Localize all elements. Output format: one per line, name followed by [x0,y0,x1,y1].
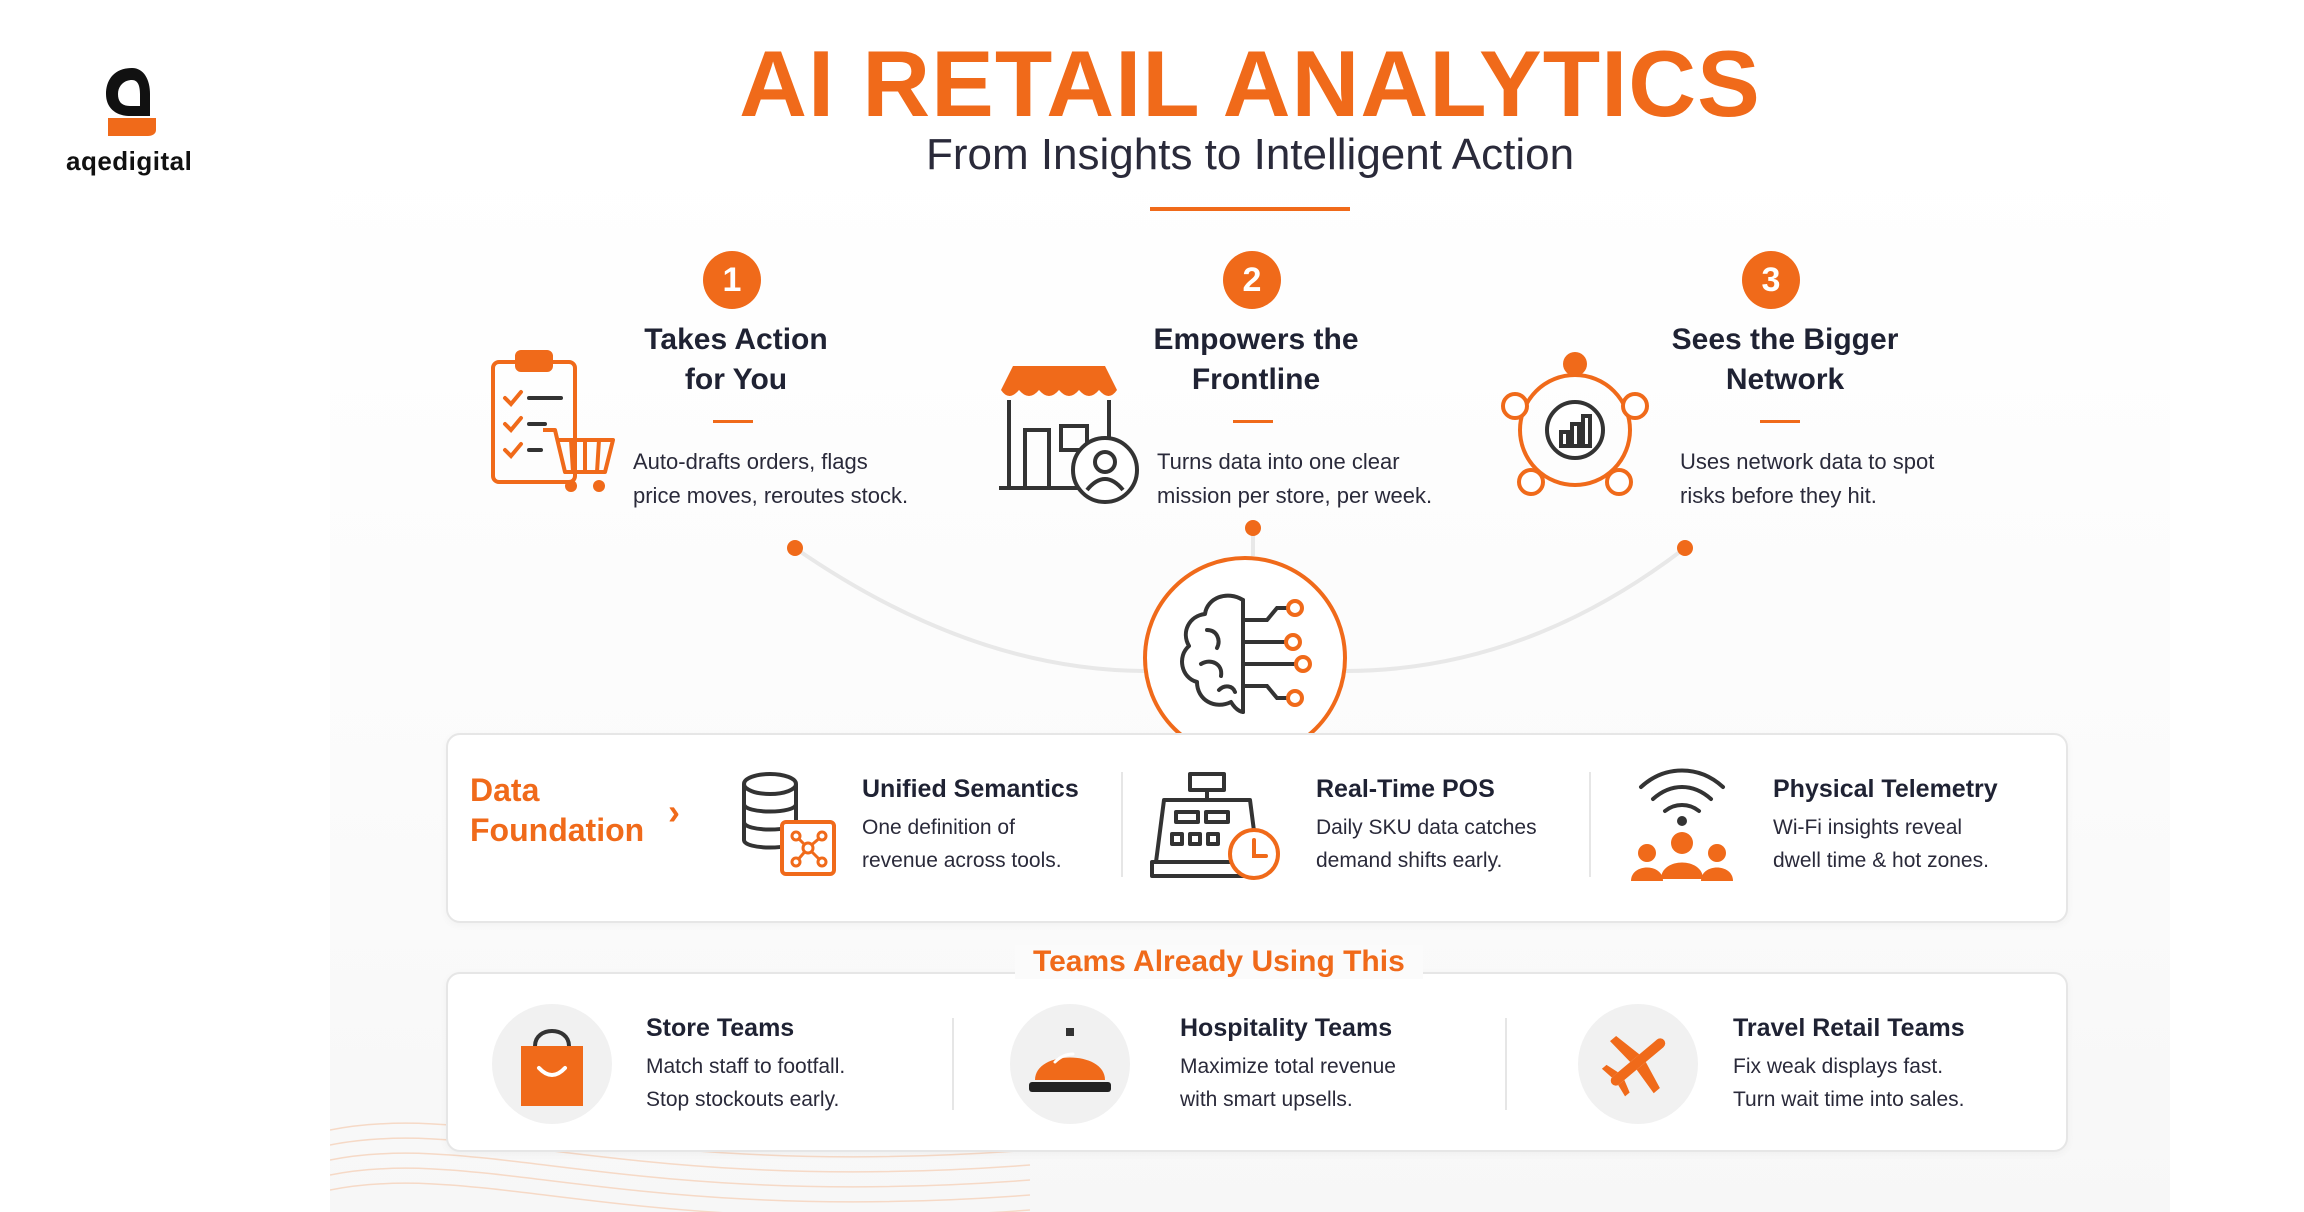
service-bell-icon [1029,1028,1111,1092]
step-rule-1 [713,420,753,423]
data-foundation-panel [446,733,2068,923]
df-item-title-2: Real-Time POS [1316,775,1495,803]
df-divider-2 [1589,772,1591,877]
page-title: AI RETAIL ANALYTICS [739,31,1761,136]
database-network-icon [742,772,836,876]
decorative-waves [330,1122,1030,1212]
clipboard-cart-icon [491,350,615,492]
step-number-1: 1 [703,251,761,309]
storefront-person-icon [999,366,1139,504]
teams-heading: Teams Already Using This [1015,945,1423,979]
brand-logo [100,62,164,147]
aqe-logo-icon [106,68,156,136]
page-subtitle: From Insights to Intelligent Action [925,130,1575,179]
team-title-1: Store Teams [646,1014,795,1042]
step-rule-3 [1760,420,1800,423]
shopping-bag-icon [521,1029,583,1106]
team-divider-1 [952,1018,954,1110]
brand-name: aqedigital [66,146,193,176]
title-underline [1150,207,1350,211]
network-chart-icon [1501,352,1649,496]
step-number-2: 2 [1223,251,1281,309]
ai-hub [1143,556,1347,760]
df-item-title-3: Physical Telemetry [1773,775,1998,803]
step-rule-2 [1233,420,1273,423]
team-desc-1: Match staff to footfall.Stop stockouts e… [646,1055,846,1111]
team-title-3: Travel Retail Teams [1733,1014,1965,1042]
chevron-right-icon: › [668,791,680,832]
cash-register-clock-icon [1150,772,1280,880]
airplane-icon [1601,1035,1666,1097]
df-divider-1 [1121,772,1123,877]
wifi-people-icon [1631,768,1733,881]
df-item-title-1: Unified Semantics [862,775,1079,803]
ai-brain-circuit-icon [1180,593,1312,714]
team-title-2: Hospitality Teams [1180,1014,1393,1042]
teams-panel [446,972,2068,1152]
team-divider-2 [1505,1018,1507,1110]
step-number-3: 3 [1742,251,1800,309]
team-desc-3: Fix weak displays fast.Turn wait time in… [1733,1055,1965,1111]
